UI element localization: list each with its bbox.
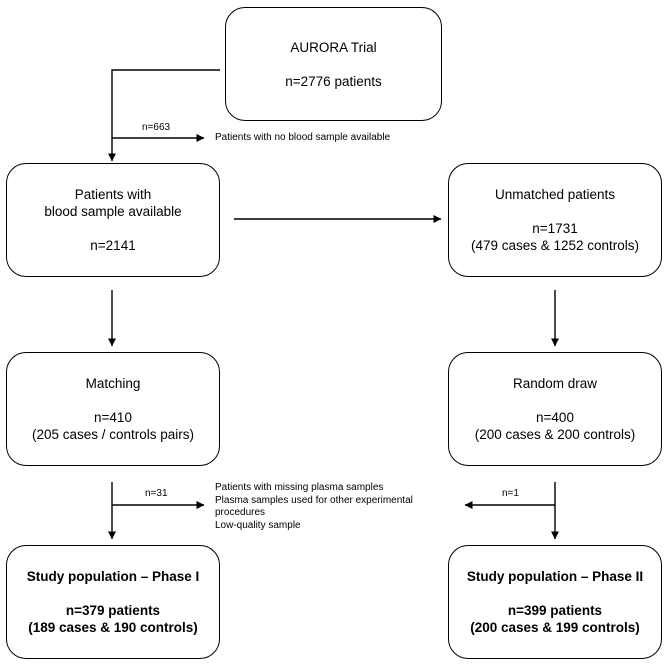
phase1-breakdown: (189 cases & 190 controls) xyxy=(28,620,198,635)
matching-breakdown: (205 cases / controls pairs) xyxy=(31,427,195,442)
matching-count: n=410 xyxy=(94,410,132,425)
blood-count: n=2141 xyxy=(90,238,136,253)
exclusion-31-count: n=31 xyxy=(145,488,168,499)
phase2-title: Study population – Phase II xyxy=(466,569,644,584)
exclusion-reason-4: Low-quality sample xyxy=(215,519,301,531)
exclusion-reason-2: Plasma samples used for other experiment… xyxy=(215,494,413,506)
exclusion-reason-3: procedures xyxy=(215,507,266,518)
blood-line-1: Patients with xyxy=(74,187,152,202)
aurora-title: AURORA Trial xyxy=(290,39,377,55)
phase1-count: n=379 patients xyxy=(65,603,161,618)
phase1-title: Study population – Phase I xyxy=(26,569,200,584)
matching-box: Matching n=410 (205 cases / controls pai… xyxy=(6,352,220,466)
exclusion-reasons: Patients with missing plasma samples Pla… xyxy=(215,482,413,532)
random-breakdown: (200 cases & 200 controls) xyxy=(474,427,636,442)
unmatched-box: Unmatched patients n=1731 (479 cases & 1… xyxy=(448,163,662,277)
random-count: n=400 xyxy=(536,410,574,425)
aurora-count: n=2776 patients xyxy=(285,73,382,89)
blood-sample-box: Patients with blood sample available n=2… xyxy=(6,163,220,277)
phase2-box: Study population – Phase II n=399 patien… xyxy=(448,545,662,659)
aurora-trial-box: AURORA Trial n=2776 patients xyxy=(225,7,442,121)
random-draw-box: Random draw n=400 (200 cases & 200 contr… xyxy=(448,352,662,466)
exclusion-663-reason: Patients with no blood sample available xyxy=(215,132,391,143)
matching-title: Matching xyxy=(85,376,141,391)
exclusion-663-count: n=663 xyxy=(142,122,171,133)
unmatched-breakdown: (479 cases & 1252 controls) xyxy=(470,238,640,253)
phase2-breakdown: (200 cases & 199 controls) xyxy=(470,620,640,635)
phase2-count: n=399 patients xyxy=(507,603,603,618)
exclusion-1-count: n=1 xyxy=(502,488,519,499)
exclusion-reason-1: Patients with missing plasma samples xyxy=(215,482,384,493)
random-title: Random draw xyxy=(512,376,598,391)
unmatched-count: n=1731 xyxy=(532,221,578,236)
unmatched-title: Unmatched patients xyxy=(494,187,616,202)
arrow-aurora-to-blood xyxy=(108,69,220,162)
blood-line-2: blood sample available xyxy=(44,204,182,219)
phase1-box: Study population – Phase I n=379 patient… xyxy=(6,545,220,659)
